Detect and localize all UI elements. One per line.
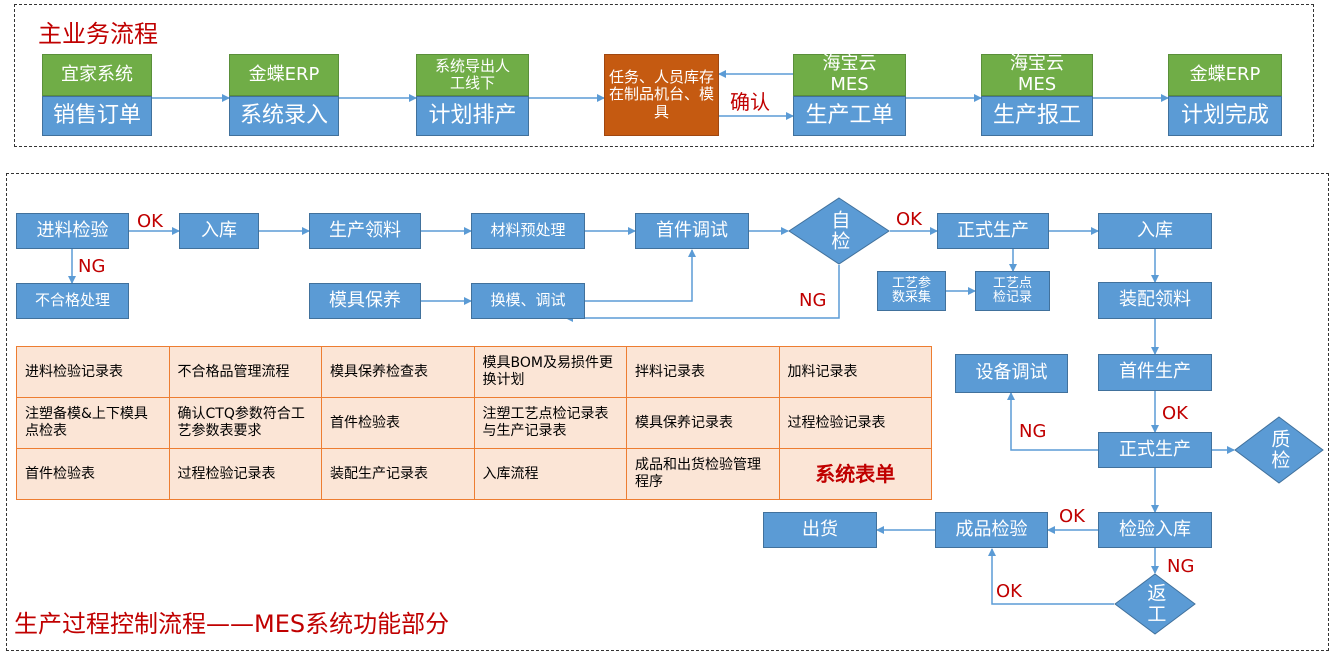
system-kingdee-1: 金蝶ERP bbox=[229, 54, 339, 96]
table-cell: 拌料记录表 bbox=[626, 346, 780, 398]
table-cell: 首件检验表 bbox=[16, 448, 170, 500]
table-cell: 模具保养检查表 bbox=[321, 346, 475, 398]
table-cell: 进料检验记录表 bbox=[16, 346, 170, 398]
process-flow-title: 生产过程控制流程——MES系统功能部分 bbox=[14, 610, 450, 638]
table-cell: 过程检验记录表 bbox=[778, 397, 932, 449]
node-first-piece-production: 首件生产 bbox=[1098, 354, 1212, 391]
node-warehouse-in-1: 入库 bbox=[179, 213, 259, 249]
task-work-report: 生产报工 bbox=[981, 96, 1093, 136]
node-quality-check: 质检 bbox=[1234, 416, 1324, 484]
node-mold-change: 换模、调试 bbox=[471, 283, 585, 319]
table-cell: 确认CTQ参数符合工艺参数表要求 bbox=[168, 397, 322, 449]
system-yijia: 宜家系统 bbox=[42, 54, 152, 96]
table-cell: 模具保养记录表 bbox=[626, 397, 780, 449]
confirm-label: 确认 bbox=[730, 90, 770, 114]
node-incoming-inspection: 进料检验 bbox=[16, 213, 129, 249]
node-self-check: 自检 bbox=[788, 197, 890, 265]
ng-label-rework: NG bbox=[1167, 556, 1195, 577]
system-haibao-1: 海宝云MES bbox=[793, 53, 906, 96]
node-warehouse-in-2: 入库 bbox=[1098, 213, 1212, 249]
system-kingdee-2: 金蝶ERP bbox=[1168, 54, 1282, 96]
node-nonconforming: 不合格处理 bbox=[16, 283, 129, 319]
main-flow-title: 主业务流程 bbox=[38, 20, 158, 48]
main-flow-frame bbox=[14, 4, 1314, 147]
task-work-order: 生产工单 bbox=[793, 96, 906, 136]
table-cell: 注塑工艺点检记录表与生产记录表 bbox=[473, 397, 627, 449]
table-cell: 首件检验表 bbox=[321, 397, 475, 449]
node-formal-production-2: 正式生产 bbox=[1098, 432, 1212, 468]
task-system-entry: 系统录入 bbox=[229, 96, 339, 136]
system-haibao-2: 海宝云MES bbox=[981, 53, 1093, 96]
node-rework: 返工 bbox=[1114, 573, 1196, 635]
forms-table: 进料检验记录表 不合格品管理流程 模具保养检查表 模具BOM及易损件更换计划 拌… bbox=[16, 346, 932, 500]
system-forms-label: 系统表单 bbox=[778, 448, 932, 500]
ok-label-final: OK bbox=[1059, 506, 1085, 527]
task-plan-complete: 计划完成 bbox=[1168, 96, 1282, 136]
node-formal-production-1: 正式生产 bbox=[937, 213, 1049, 249]
node-process-record: 工艺点检记录 bbox=[975, 271, 1050, 311]
ok-label-self-check: OK bbox=[896, 209, 922, 230]
node-shipping: 出货 bbox=[763, 512, 877, 548]
table-cell: 入库流程 bbox=[473, 448, 627, 500]
rework-label: 返工 bbox=[1144, 583, 1167, 625]
table-row: 注塑备模&上下模具点检表 确认CTQ参数符合工艺参数表要求 首件检验表 注塑工艺… bbox=[16, 397, 932, 449]
process-flow-frame bbox=[6, 173, 1329, 651]
node-inspection-in: 检验入库 bbox=[1098, 512, 1212, 548]
ok-label-incoming: OK bbox=[137, 211, 163, 232]
node-param-collect: 工艺参数采集 bbox=[877, 271, 946, 311]
node-mold-maintenance: 模具保养 bbox=[309, 283, 421, 319]
node-equipment-debug: 设备调试 bbox=[955, 354, 1068, 393]
task-planning: 计划排产 bbox=[416, 96, 529, 136]
self-check-label: 自检 bbox=[828, 210, 851, 252]
table-cell: 过程检验记录表 bbox=[168, 448, 322, 500]
node-first-piece-debug: 首件调试 bbox=[635, 213, 749, 249]
table-cell: 成品和出货检验管理程序 bbox=[626, 448, 780, 500]
node-assembly-pick: 装配领料 bbox=[1098, 282, 1212, 319]
ng-label-self-check: NG bbox=[799, 290, 827, 311]
table-row: 进料检验记录表 不合格品管理流程 模具保养检查表 模具BOM及易损件更换计划 拌… bbox=[16, 346, 932, 398]
ok-label-first-piece: OK bbox=[1162, 403, 1188, 424]
table-row: 首件检验表 过程检验记录表 装配生产记录表 入库流程 成品和出货检验管理程序 系… bbox=[16, 448, 932, 500]
node-material-pretreat: 材料预处理 bbox=[471, 213, 585, 249]
node-material-pick: 生产领料 bbox=[309, 213, 421, 249]
ok-label-rework: OK bbox=[996, 581, 1022, 602]
quality-check-label: 质检 bbox=[1268, 429, 1291, 471]
table-cell: 注塑备模&上下模具点检表 bbox=[16, 397, 170, 449]
ng-label-equipment: NG bbox=[1019, 421, 1047, 442]
table-cell: 加料记录表 bbox=[778, 346, 932, 398]
node-final-inspection: 成品检验 bbox=[935, 512, 1048, 548]
table-cell: 装配生产记录表 bbox=[321, 448, 475, 500]
resource-box: 任务、人员库存在制品机台、模具 bbox=[604, 54, 719, 136]
table-cell: 不合格品管理流程 bbox=[168, 346, 322, 398]
system-manual-export: 系统导出人工线下 bbox=[416, 54, 529, 96]
task-sales-order: 销售订单 bbox=[42, 96, 152, 136]
ng-label-incoming: NG bbox=[78, 256, 106, 277]
table-cell: 模具BOM及易损件更换计划 bbox=[473, 346, 627, 398]
